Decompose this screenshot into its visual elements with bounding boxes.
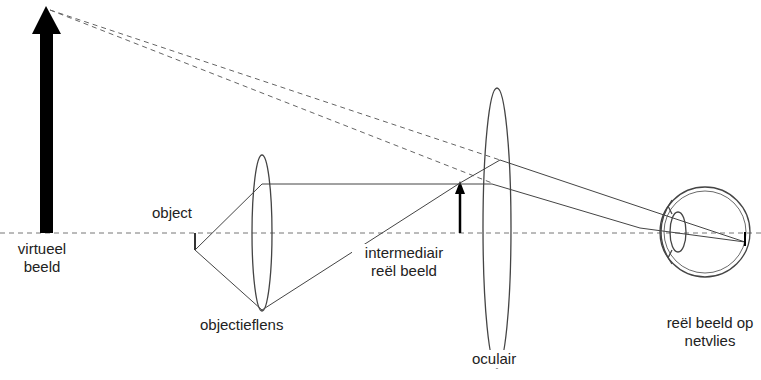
- ocular-lens: [483, 88, 511, 368]
- label: oculair: [470, 350, 518, 368]
- label: reël beeld op netvlies: [663, 314, 757, 350]
- label: object: [150, 204, 194, 222]
- optical-axis: [0, 233, 761, 234]
- intermediate-image-arrow: [455, 181, 465, 233]
- object-arrow: [194, 233, 196, 250]
- virtual-ray: [50, 10, 500, 160]
- light-rays: [195, 160, 745, 310]
- label: intermediair reël beeld: [352, 244, 456, 280]
- retina-image: [744, 232, 746, 246]
- virtual-image-arrow: [32, 6, 61, 233]
- label: virtueel beeld: [4, 240, 80, 276]
- eye: [660, 187, 750, 277]
- virtual-ray: [50, 10, 492, 183]
- objective-lens: [252, 155, 272, 311]
- label: objectieflens: [198, 316, 285, 334]
